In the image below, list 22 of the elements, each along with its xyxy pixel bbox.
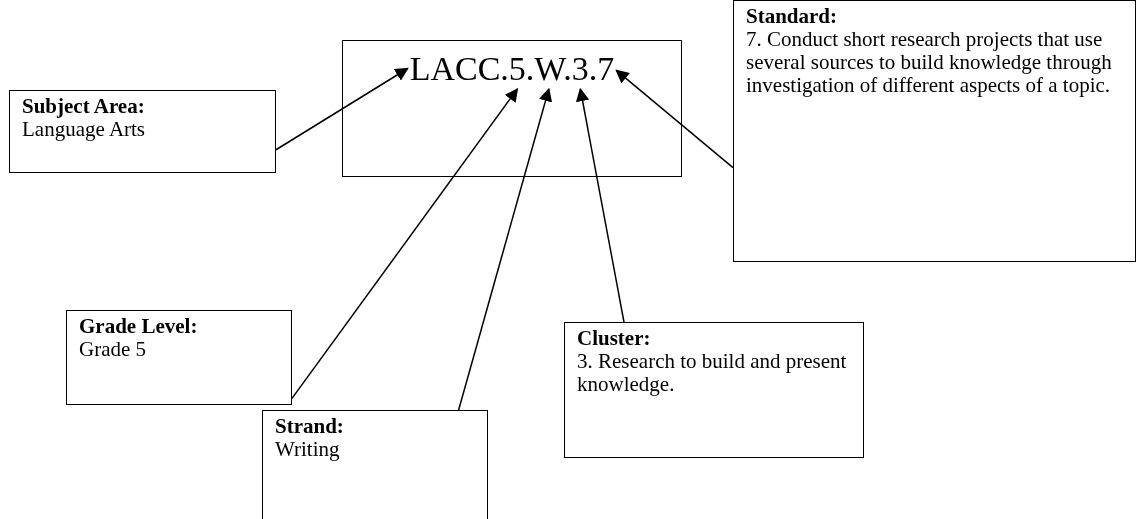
heading: Standard: xyxy=(746,5,839,28)
callout-box xyxy=(66,310,292,405)
body-text: 3. Research to build and present knowledge. xyxy=(577,350,848,396)
code-box xyxy=(342,40,682,177)
callout-box xyxy=(9,90,276,173)
body-text: Writing xyxy=(275,438,341,461)
heading: Subject Area: xyxy=(22,95,146,118)
arrow xyxy=(275,67,409,151)
body-text: 7. Conduct short research projects that use several sources to build knowledge through investigation of different aspects of a topic. xyxy=(746,28,1113,97)
arrow xyxy=(575,87,625,323)
callout-box xyxy=(733,0,1136,262)
arrow xyxy=(615,69,734,169)
body-text: Grade 5 xyxy=(79,338,148,361)
arrow xyxy=(291,87,519,400)
callout-box xyxy=(564,322,864,458)
callout-box xyxy=(262,410,488,519)
body-text: Language Arts xyxy=(22,118,147,141)
heading: Strand: xyxy=(275,415,345,438)
heading: Cluster: xyxy=(577,327,652,350)
standard-code: LACC.5.W.3.7 xyxy=(409,50,615,87)
heading: Grade Level: xyxy=(79,315,199,338)
arrow xyxy=(457,87,553,411)
